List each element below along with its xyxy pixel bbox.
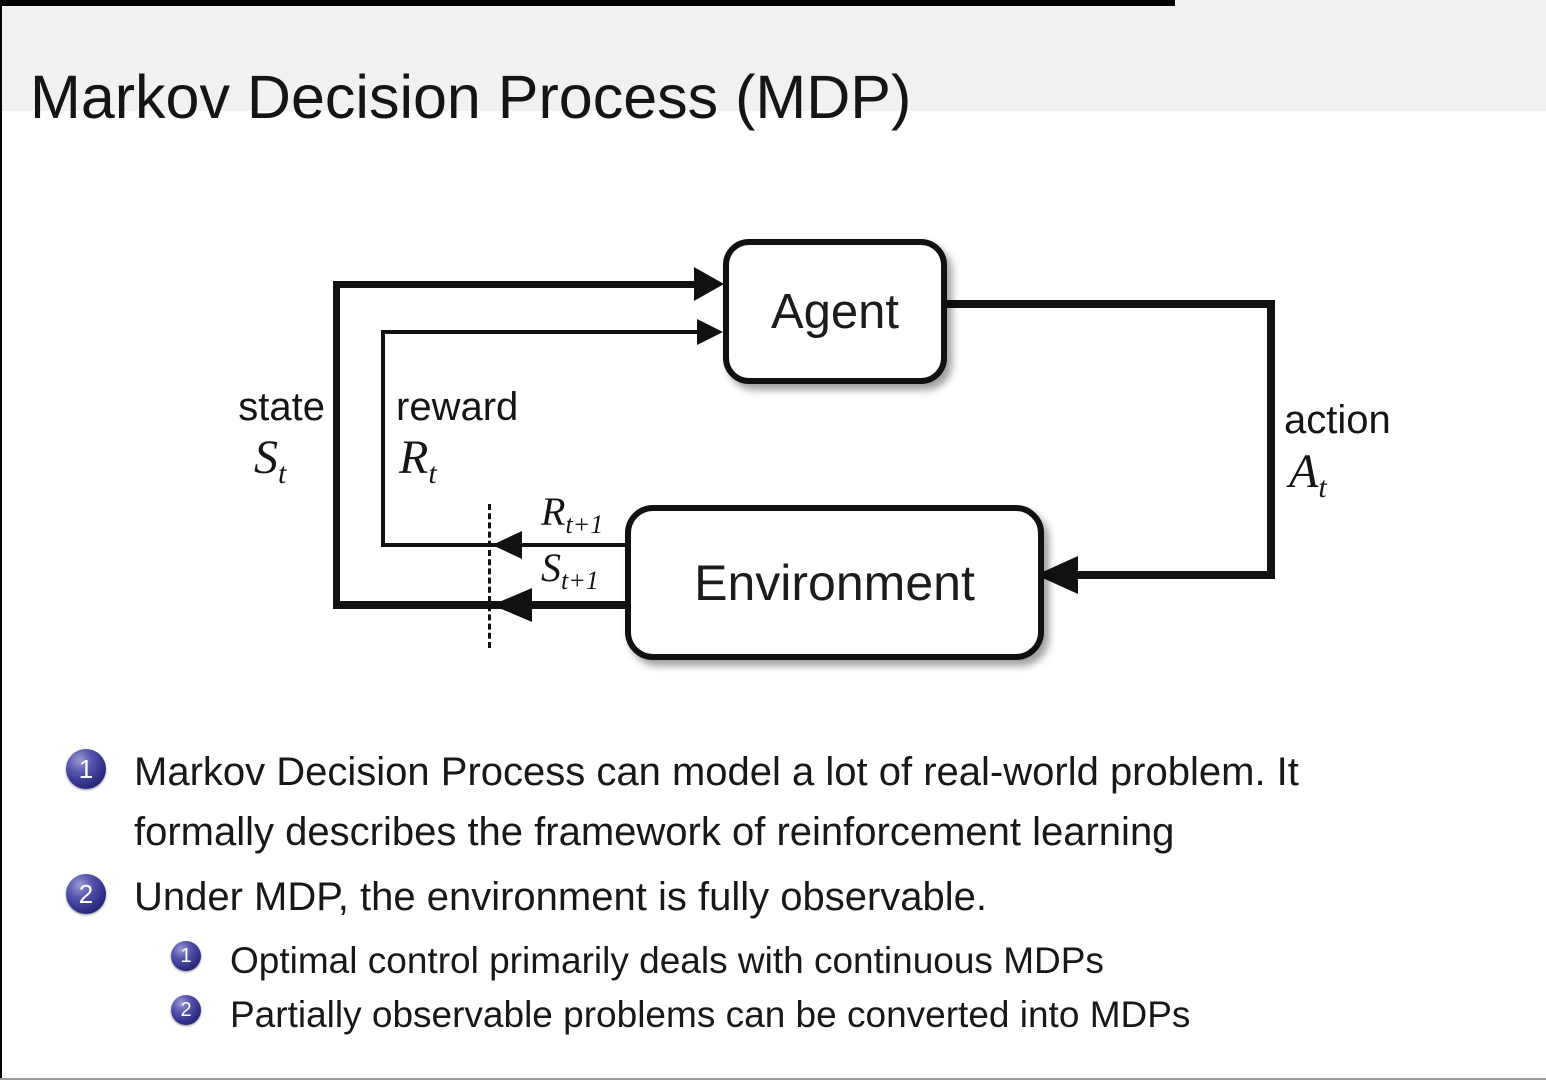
window-top-edge [0,0,1175,6]
item-number-badge: 2 [66,874,106,914]
subitem-number-badge: 2 [171,995,201,1025]
item-number-badge: 1 [66,749,106,789]
reward-line-to-agent [381,330,698,334]
agent-label: Agent [770,284,900,339]
window-bottom-edge [0,1078,1546,1080]
window-left-edge [0,0,2,1080]
list-item: Under MDP, the environment is fully obse… [134,867,987,927]
list-item-line: Under MDP, the environment is fully obse… [134,875,988,919]
agent-box: Agent [723,239,947,384]
action-line-to-environment [1040,571,1271,579]
next-reward-symbol: Rt+1 [541,489,604,539]
state-line-from-environment [333,601,628,609]
state-line-to-agent [333,281,695,288]
subitem-number-badge: 1 [171,941,201,971]
state-symbol: St [254,431,287,490]
action-symbol: At [1289,445,1327,504]
reward-line-vertical [381,330,385,547]
action-label: action [1284,398,1391,442]
state-line-vertical [333,281,340,609]
action-line-vertical [1267,300,1275,579]
next-reward-arrowhead-icon [492,531,522,559]
list-subitem: Partially observable problems can be con… [230,994,1191,1035]
next-state-symbol: St+1 [541,545,599,595]
next-state-arrowhead-icon [492,588,532,622]
time-step-dashed-line [488,504,491,648]
reward-label: reward [396,385,519,429]
list-item-line: formally describes the framework of rein… [134,810,1175,854]
environment-label: Environment [694,554,975,611]
slide-header: Markov Decision Process (MDP) [0,0,1546,131]
list-item-line: Markov Decision Process can model a lot … [134,750,1299,794]
environment-box: Environment [625,505,1044,660]
slide-title: Markov Decision Process (MDP) [30,62,912,131]
state-label: state [238,385,325,429]
reward-arrowhead-into-agent-icon [697,319,723,345]
list-subitem: Optimal control primarily deals with con… [230,940,1104,981]
state-arrowhead-into-agent-icon [694,267,724,301]
reward-symbol: Rt [399,431,437,490]
action-line-from-agent [931,300,1275,308]
list-item: Markov Decision Process can model a lot … [134,742,1299,862]
